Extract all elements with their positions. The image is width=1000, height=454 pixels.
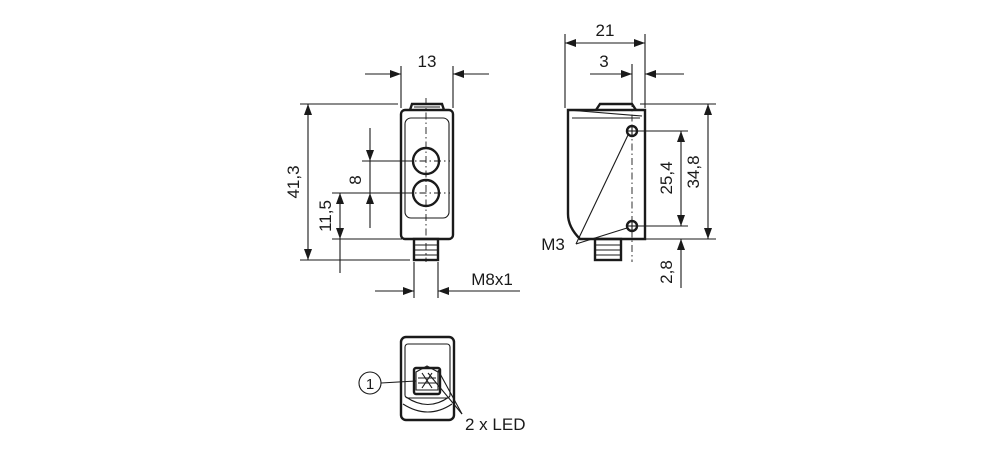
front-height-label: 41,3 [284, 165, 303, 198]
side-body-outline [566, 108, 647, 241]
side-body-height-label: 34,8 [684, 155, 703, 188]
side-hole-spacing-label: 25,4 [657, 161, 676, 194]
led-leader-1 [427, 372, 463, 415]
front-lens-spacing-label: 8 [346, 175, 365, 184]
side-offset-label: 3 [599, 52, 608, 71]
side-connector-label: 2,8 [657, 260, 676, 284]
side-top-cap [595, 102, 637, 111]
side-depth-label: 21 [596, 21, 615, 40]
led-dome [415, 365, 439, 391]
top-inner-panel [404, 343, 451, 399]
led-label: 2 x LED [465, 415, 525, 434]
led-leader-2 [437, 369, 463, 415]
side-screw-label: M3 [541, 235, 565, 254]
front-view: 13 41,3 8 11,5 M8x1 [284, 52, 520, 298]
front-top-cap [408, 102, 446, 111]
front-thread-label: M8x1 [471, 270, 513, 289]
m3-leader-lower [575, 227, 628, 245]
m3-leader-upper [575, 134, 629, 245]
front-width-label: 13 [418, 52, 437, 71]
side-view: 21 3 25,4 34,8 2,8 M3 [541, 21, 716, 288]
front-inner-panel [404, 117, 450, 219]
top-body-outline [399, 335, 456, 422]
top-view: 1 2 x LED [358, 335, 525, 434]
front-lens-offset-label: 11,5 [316, 200, 335, 232]
callout-number: 1 [366, 376, 374, 393]
